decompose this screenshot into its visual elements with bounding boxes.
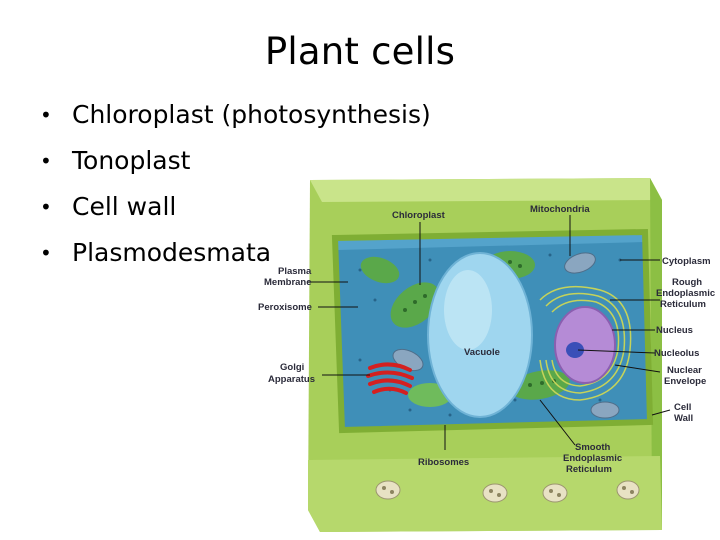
label-golgi-1: Golgi: [280, 362, 304, 373]
bullet-list: • Chloroplast (photosynthesis) • Tonoplast…: [40, 92, 431, 276]
label-plasma-membrane-1: Plasma: [278, 266, 312, 277]
bullet-dot-icon: •: [40, 103, 52, 127]
label-chloroplast: Chloroplast: [392, 210, 446, 221]
label-peroxisome: Peroxisome: [258, 302, 312, 313]
label-plasma-membrane-2: Membrane: [264, 277, 312, 288]
label-nucleolus: Nucleolus: [654, 348, 699, 359]
label-smooth-er-1: Smooth: [575, 442, 611, 453]
bullet-dot-icon: •: [40, 241, 52, 265]
nucleus-shape: [554, 306, 616, 384]
label-nucleus: Nucleus: [656, 325, 693, 336]
label-vacuole: Vacuole: [464, 347, 500, 358]
label-leader-lines: [308, 215, 671, 450]
slide-title: Plant cells: [264, 30, 456, 73]
golgi-shape: [366, 362, 414, 395]
label-rough-er-1: Rough: [672, 277, 702, 288]
label-golgi-2: Apparatus: [268, 374, 315, 385]
label-mitochondria: Mitochondria: [530, 204, 590, 215]
plant-cell-diagram: Chloroplast Mitochondria Plasma Membrane…: [258, 178, 715, 532]
bullet-dot-icon: •: [40, 195, 52, 219]
label-rough-er-2: Endoplasmic: [656, 288, 715, 299]
bullet-text: Tonoplast: [72, 146, 191, 175]
bullet-text: Plasmodesmata: [72, 238, 272, 267]
nucleolus-shape: [566, 342, 584, 358]
label-smooth-er-3: Reticulum: [566, 464, 612, 475]
label-nuclear-envelope-2: Envelope: [664, 376, 706, 387]
bullet-text: Chloroplast (photosynthesis): [72, 100, 431, 129]
bullet-item: • Tonoplast: [40, 138, 431, 184]
label-cell-wall-1: Cell: [674, 402, 691, 413]
label-ribosomes: Ribosomes: [418, 457, 469, 468]
label-cell-wall-2: Wall: [674, 413, 693, 424]
bullet-item: • Chloroplast (photosynthesis): [40, 92, 431, 138]
label-rough-er-3: Reticulum: [660, 299, 706, 310]
label-cytoplasm: Cytoplasm: [662, 256, 711, 267]
label-smooth-er-2: Endoplasmic: [563, 453, 622, 464]
label-nuclear-envelope-1: Nuclear: [667, 365, 702, 376]
bullet-text: Cell wall: [72, 192, 177, 221]
bullet-item: • Cell wall: [40, 184, 431, 230]
chloroplast-shapes: [360, 251, 570, 407]
bullet-dot-icon: •: [40, 149, 52, 173]
rough-er-shape: [539, 285, 632, 401]
bullet-item: • Plasmodesmata: [40, 230, 431, 276]
